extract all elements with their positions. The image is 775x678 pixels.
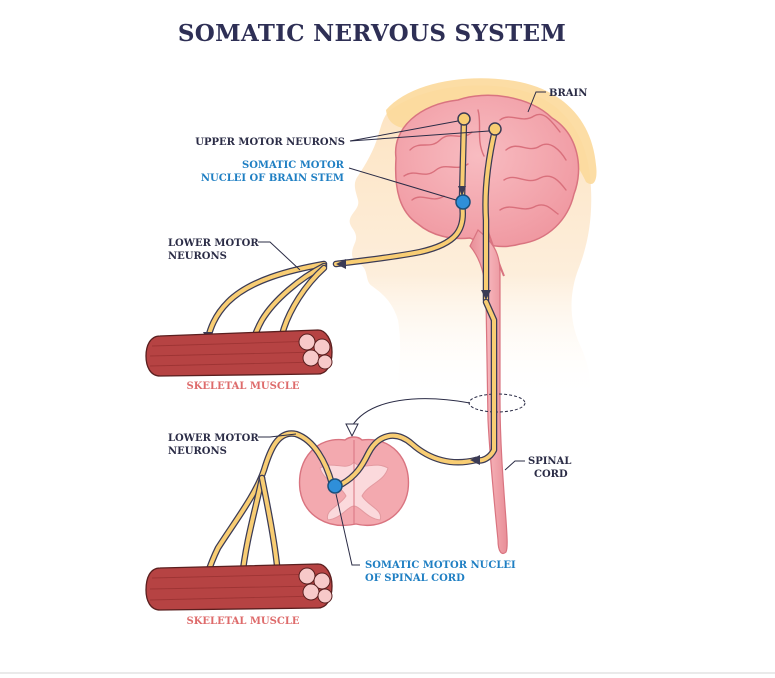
label-somatic-motor-nuclei-brain-stem-line1: SOMATIC MOTOR [242, 160, 345, 171]
label-spinal-cord-line1: SPINAL [528, 456, 571, 467]
label-brain: BRAIN [549, 88, 587, 99]
label-lower-motor-neurons-top-line2: NEURONS [168, 251, 227, 262]
label-spinal-cord-line2: CORD [534, 469, 568, 480]
cross-section-arrowhead [345, 423, 359, 438]
upper-neuron-cell-body-1 [457, 112, 471, 126]
skeletal-muscle-bottom [145, 563, 333, 611]
label-skeletal-muscle-top: SKELETAL MUSCLE [187, 381, 300, 392]
leader-lines [258, 91, 546, 566]
spinal-cord-cross-section [298, 436, 410, 526]
label-somatic-motor-nuclei-spinal-cord-line2: OF SPINAL CORD [365, 573, 465, 584]
skeletal-muscle-top [145, 329, 333, 377]
cross-section-arrow [351, 398, 471, 427]
spinal-cord [469, 229, 508, 555]
label-somatic-motor-nuclei-spinal-cord-line1: SOMATIC MOTOR NUCLEI [365, 560, 516, 571]
upper-neuron-cell-body-2 [488, 122, 502, 136]
label-lower-motor-neurons-bottom-line1: LOWER MOTOR [168, 433, 259, 444]
label-somatic-motor-nuclei-brain-stem-line2: NUCLEI OF BRAIN STEM [201, 173, 344, 184]
label-lower-motor-neurons-bottom-line2: NEURONS [168, 446, 227, 457]
diagram-title: SOMATIC NERVOUS SYSTEM [178, 20, 566, 47]
spinal-cord-motor-nucleus [327, 478, 343, 494]
label-skeletal-muscle-bottom: SKELETAL MUSCLE [187, 616, 300, 627]
label-lower-motor-neurons-top-line1: LOWER MOTOR [168, 238, 259, 249]
brain-stem-motor-nucleus [455, 194, 471, 210]
label-upper-motor-neurons: UPPER MOTOR NEURONS [195, 137, 345, 148]
lower-motor-neurons-top [203, 200, 467, 360]
